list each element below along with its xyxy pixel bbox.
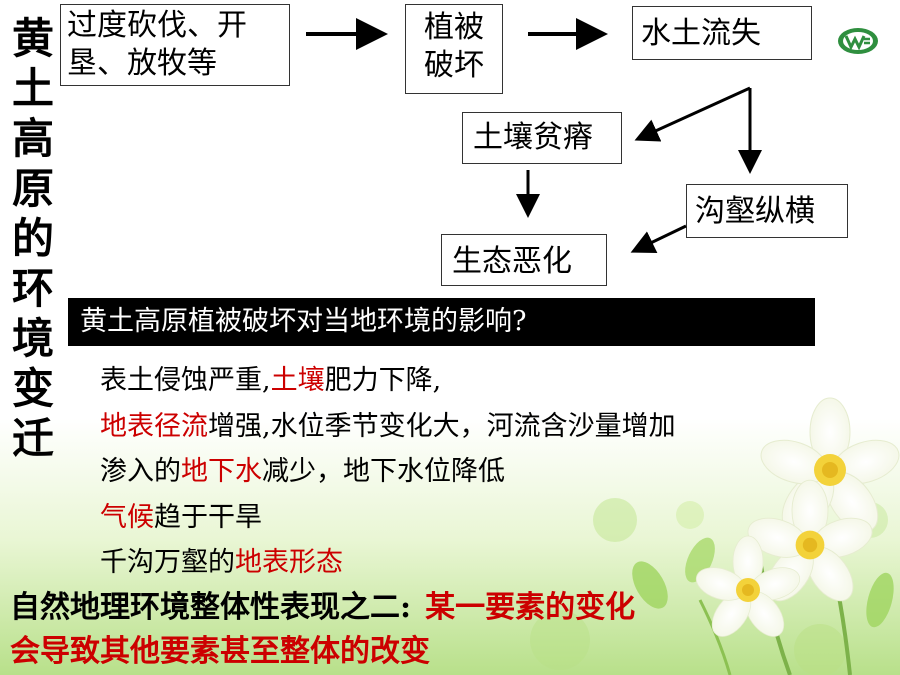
conclusion-line1: 自然地理环境整体性表现之二: 某一要素的变化 bbox=[10, 586, 895, 630]
effect-text: 肥力下降, bbox=[324, 365, 442, 396]
effect-text: 减少，地下水位降低 bbox=[262, 456, 505, 487]
side-title-char: 原 bbox=[11, 164, 54, 213]
effect-line: 表土侵蚀严重,土壤肥力下降, bbox=[100, 358, 880, 404]
gully-label: 沟壑纵横 bbox=[695, 194, 815, 229]
eco-label: 生态恶化 bbox=[452, 244, 572, 279]
cause-line2: 垦、放牧等 bbox=[67, 46, 217, 81]
effect-keyword: 土壤 bbox=[270, 365, 325, 396]
soil-label: 土壤贫瘠 bbox=[473, 120, 593, 155]
erosion-box: 水土流失 bbox=[632, 6, 812, 60]
side-title-char: 环 bbox=[11, 264, 54, 313]
vegetation-line1: 植被 bbox=[424, 10, 484, 45]
effect-text: 趋于干旱 bbox=[154, 501, 262, 533]
effect-keyword: 地表形态 bbox=[235, 547, 343, 578]
cause-box: 过度砍伐、开 垦、放牧等 bbox=[60, 4, 290, 86]
vegetation-line2: 破坏 bbox=[424, 48, 484, 83]
effect-text: 千沟万壑的 bbox=[100, 547, 235, 578]
side-title-char: 黄 bbox=[11, 14, 54, 63]
effect-line: 地表径流增强,水位季节变化大，河流含沙量增加 bbox=[100, 404, 880, 450]
side-title-char: 迁 bbox=[11, 414, 54, 463]
side-title-char: 土 bbox=[11, 64, 54, 113]
erosion-label: 水土流失 bbox=[641, 16, 761, 51]
effect-line: 渗入的地下水减少，地下水位降低 bbox=[100, 449, 880, 495]
effect-line: 气候趋于干旱 bbox=[100, 495, 880, 541]
side-title-char: 境 bbox=[11, 314, 54, 363]
effect-keyword: 气候 bbox=[100, 501, 154, 533]
conclusion-text: 自然地理环境整体性表现之二: bbox=[10, 590, 412, 625]
effect-text: 表土侵蚀严重, bbox=[100, 365, 271, 396]
effects-list: 表土侵蚀严重,土壤肥力下降, 地表径流增强,水位季节变化大，河流含沙量增加 渗入… bbox=[100, 358, 880, 586]
question-bar: 黄土高原植被破坏对当地环境的影响? bbox=[68, 298, 815, 346]
effect-keyword: 地下水 bbox=[181, 456, 262, 487]
effect-text: 增强,水位季节变化大，河流含沙量增加 bbox=[208, 410, 676, 442]
conclusion-highlight: 某一要素的变化 bbox=[425, 590, 636, 625]
conclusion: 自然地理环境整体性表现之二: 某一要素的变化 会导致其他要素甚至整体的改变 bbox=[10, 586, 895, 674]
question-text: 黄土高原植被破坏对当地环境的影响? bbox=[80, 306, 527, 337]
effect-keyword: 地表径流 bbox=[100, 410, 208, 442]
logo-icon bbox=[838, 28, 878, 54]
gully-box: 沟壑纵横 bbox=[686, 184, 848, 238]
conclusion-line2: 会导致其他要素甚至整体的改变 bbox=[10, 634, 430, 669]
side-title-char: 变 bbox=[11, 364, 54, 413]
side-title: 黄 土 高 原 的 环 境 变 迁 bbox=[8, 14, 58, 464]
vegetation-box: 植被 破坏 bbox=[405, 4, 503, 94]
effect-text: 渗入的 bbox=[100, 456, 181, 487]
cause-line1: 过度砍伐、开 bbox=[67, 8, 247, 43]
side-title-char: 的 bbox=[11, 214, 54, 263]
eco-box: 生态恶化 bbox=[441, 234, 607, 286]
soil-box: 土壤贫瘠 bbox=[462, 112, 622, 164]
effect-line: 千沟万壑的地表形态 bbox=[100, 540, 880, 586]
side-title-char: 高 bbox=[11, 114, 54, 163]
